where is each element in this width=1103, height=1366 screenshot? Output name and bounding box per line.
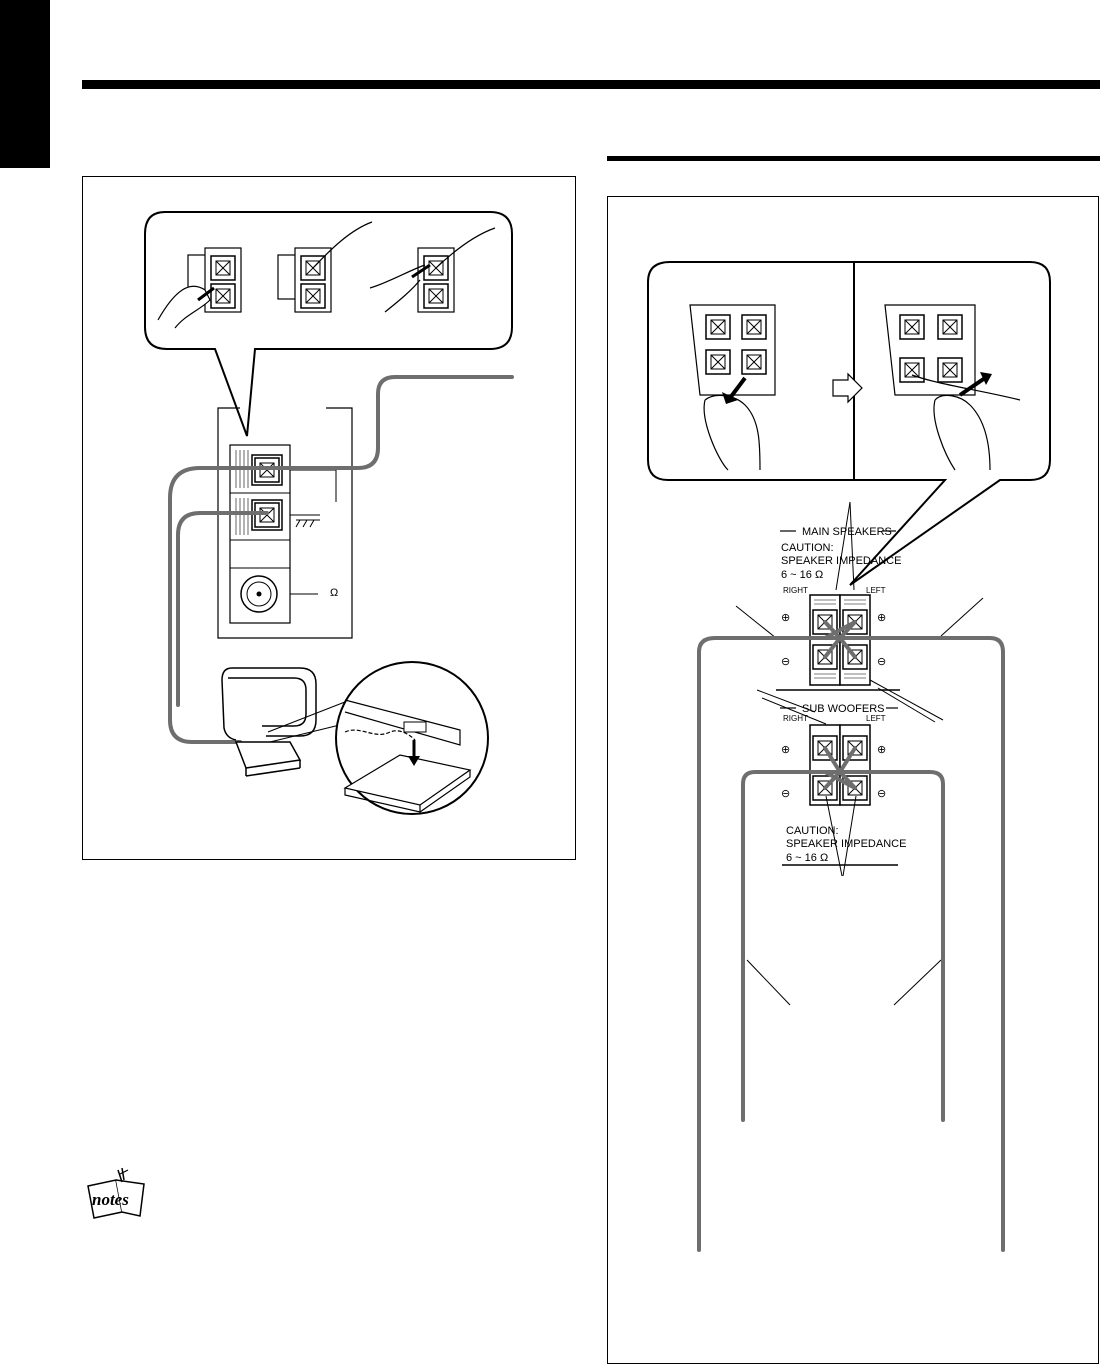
main-minus-right: ⊖ [781, 656, 790, 668]
main-plus-right: ⊕ [781, 612, 790, 624]
sub-plus-right: ⊕ [781, 744, 790, 756]
arrow-right-icon [832, 372, 863, 404]
sub-minus-left: ⊖ [877, 788, 886, 800]
antenna-terminal-panel: Ω [217, 407, 353, 639]
sub-caution-line3: 6 ~ 16 Ω [786, 852, 828, 864]
notes-icon: notes [82, 1166, 152, 1220]
speaker-step-insert [884, 304, 1021, 471]
antenna-diagram-frame [82, 176, 576, 860]
main-plus-left: ⊕ [877, 612, 886, 624]
speaker-step-press [689, 304, 776, 471]
header-rule [82, 80, 1100, 89]
am-antenna-wires [168, 375, 514, 744]
terminal-step-3 [369, 227, 496, 313]
sub-left-label: LEFT [866, 714, 886, 723]
sub-caution-line2: SPEAKER IMPEDANCE [786, 838, 906, 850]
section-tab [0, 0, 50, 168]
main-right-label: RIGHT [783, 586, 808, 595]
main-caution-line3: 6 ~ 16 Ω [781, 569, 823, 581]
impedance-ohm-label: Ω [330, 587, 338, 599]
notes-icon-label: notes [92, 1190, 129, 1209]
sub-caution-line1: CAUTION: [786, 825, 839, 837]
terminal-zoom-callout [144, 211, 513, 437]
main-caution-line1: CAUTION: [781, 542, 834, 554]
sub-woofers-label: SUB WOOFERS [802, 703, 885, 715]
terminal-step-2 [277, 221, 373, 313]
main-minus-left: ⊖ [877, 656, 886, 668]
main-caution-line2: SPEAKER IMPEDANCE [781, 555, 901, 567]
main-speakers-label: MAIN SPEAKERS [802, 526, 892, 538]
sub-right-label: RIGHT [783, 714, 808, 723]
sub-minus-right: ⊖ [781, 788, 790, 800]
leader-lines [735, 597, 984, 1006]
antenna-stand-zoom [335, 661, 489, 815]
speaker-terminal-callout [647, 261, 1051, 586]
speaker-diagram-frame [607, 196, 1099, 1364]
sub-woofers-block: SUB WOOFERS RIGHT LEFT ⊕ ⊕ ⊖ ⊖ CAUTION: … [780, 703, 906, 866]
terminal-step-1 [157, 247, 242, 329]
loop-antenna [221, 667, 353, 777]
speaker-wires [697, 620, 1005, 1252]
section-heading-rule [607, 156, 1100, 161]
main-left-label: LEFT [866, 586, 886, 595]
sub-plus-left: ⊕ [877, 744, 886, 756]
